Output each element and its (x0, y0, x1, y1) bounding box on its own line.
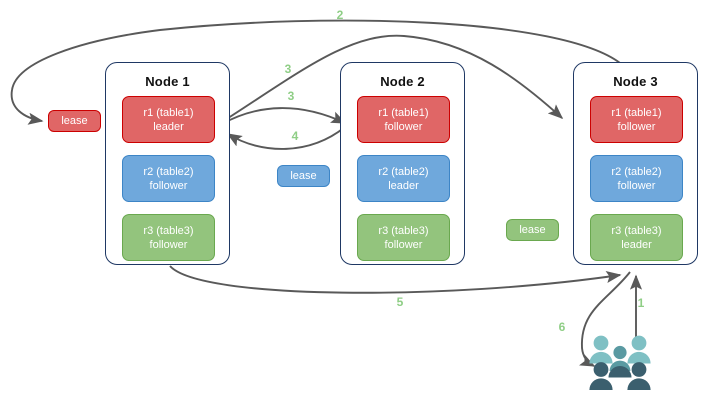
step-label-5: 5 (396, 295, 404, 309)
lease-badge-table2[interactable]: lease (277, 165, 330, 187)
step-label-6: 6 (558, 320, 566, 334)
replica-n3-r1[interactable]: r1 (table1) follower (590, 96, 683, 143)
replica-n3-r3[interactable]: r3 (table3) leader (590, 214, 683, 261)
replica-role: follower (617, 120, 656, 133)
arrow-step-5 (169, 265, 622, 294)
replica-n1-r2[interactable]: r2 (table2) follower (122, 155, 215, 202)
arrow-step-3-to-node2 (221, 107, 347, 125)
step-label-3-lower: 3 (287, 89, 295, 103)
step-label-3-upper: 3 (284, 62, 292, 76)
replica-role: follower (617, 179, 656, 192)
replica-name: r2 (table2) (143, 165, 194, 178)
node-title: Node 2 (380, 74, 425, 89)
lease-badge-label: lease (290, 170, 317, 182)
step-label-4: 4 (291, 129, 299, 143)
step-label-1: 1 (637, 296, 645, 310)
replica-name: r3 (table3) (611, 224, 662, 237)
replica-role: follower (149, 179, 188, 192)
replica-name: r1 (table1) (611, 106, 662, 119)
lease-badge-label: lease (519, 224, 546, 236)
replica-role: leader (153, 120, 184, 133)
replica-name: r2 (table2) (378, 165, 429, 178)
replica-name: r1 (table1) (378, 106, 429, 119)
node-title: Node 1 (145, 74, 190, 89)
replica-n2-r2[interactable]: r2 (table2) leader (357, 155, 450, 202)
lease-badge-label: lease (61, 115, 88, 127)
replica-role: follower (384, 238, 423, 251)
replica-role: leader (388, 179, 419, 192)
arrow-step-2 (10, 19, 621, 125)
node-box-node-2[interactable]: Node 2 r1 (table1) follower r2 (table2) … (340, 62, 465, 265)
replica-n3-r2[interactable]: r2 (table2) follower (590, 155, 683, 202)
replica-role: follower (384, 120, 423, 133)
lease-badge-table1[interactable]: lease (48, 110, 101, 132)
users-icon (589, 335, 651, 390)
node-title: Node 3 (613, 74, 658, 89)
replica-n2-r3[interactable]: r3 (table3) follower (357, 214, 450, 261)
replica-name: r2 (table2) (611, 165, 662, 178)
replica-n1-r3[interactable]: r3 (table3) follower (122, 214, 215, 261)
replica-role: follower (149, 238, 188, 251)
replica-n1-r1[interactable]: r1 (table1) leader (122, 96, 215, 143)
replica-n2-r1[interactable]: r1 (table1) follower (357, 96, 450, 143)
node-box-node-1[interactable]: Node 1 r1 (table1) leader r2 (table2) fo… (105, 62, 230, 265)
lease-badge-table3[interactable]: lease (506, 219, 559, 241)
replica-name: r1 (table1) (143, 106, 194, 119)
replica-name: r3 (table3) (143, 224, 194, 237)
replica-role: leader (621, 238, 652, 251)
node-box-node-3[interactable]: Node 3 r1 (table1) follower r2 (table2) … (573, 62, 698, 265)
step-label-2: 2 (336, 8, 344, 22)
replica-name: r3 (table3) (378, 224, 429, 237)
